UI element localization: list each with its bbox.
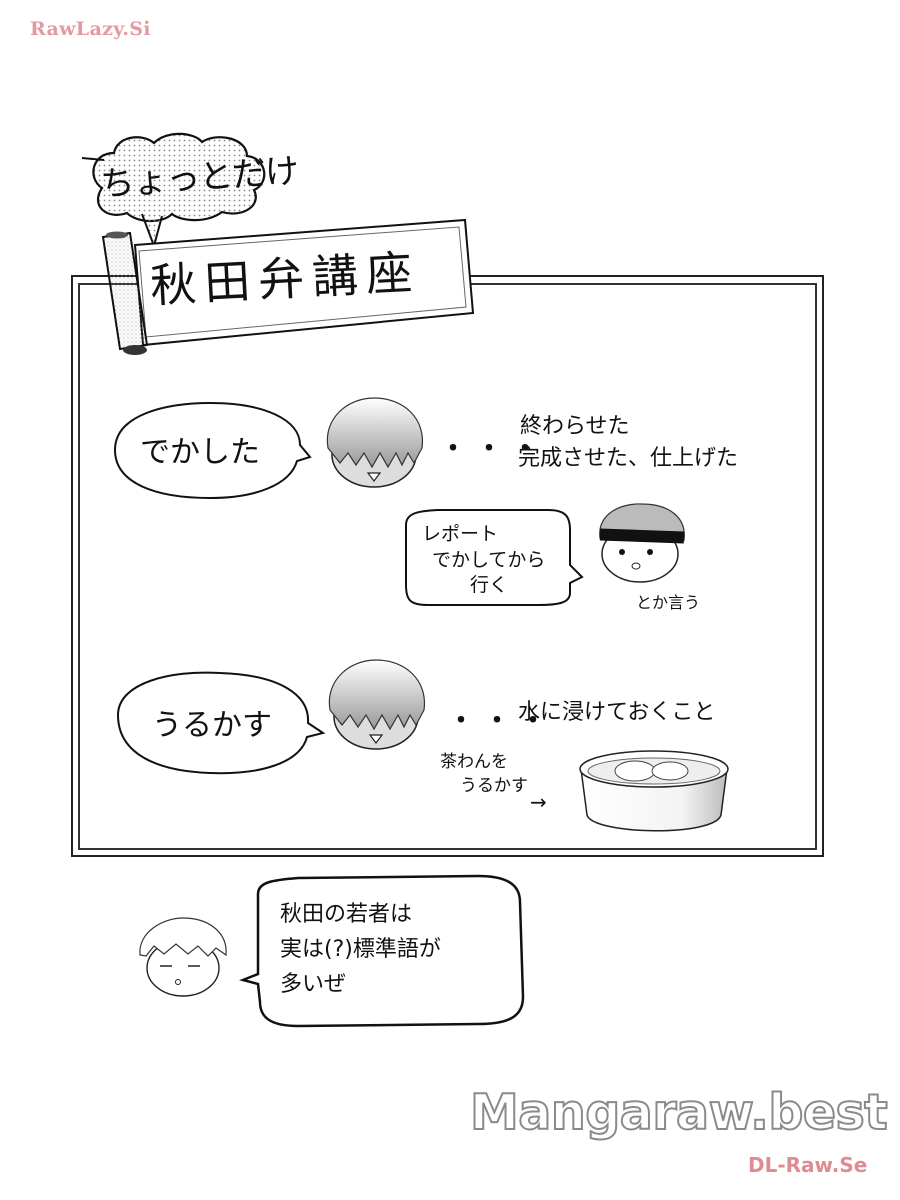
watermark-rawlazy: RawLazy.Si: [30, 18, 151, 40]
speech-bubble-example-1: [405, 509, 584, 606]
arrow-icon: →: [530, 790, 547, 814]
tea-bowl-icon: [579, 750, 729, 832]
footer-note-line-1: 秋田の若者は: [280, 902, 413, 927]
speech-bubble-urukasu: [116, 671, 326, 775]
example-2-line-1: 茶わんを: [440, 752, 508, 772]
meaning-line-2: 完成させた、仕上げた: [518, 446, 739, 471]
watermark-mangaraw: Mangaraw.best: [469, 1083, 889, 1142]
example-2-line-2: うるかす: [460, 776, 528, 796]
headband-character-icon: [599, 503, 685, 583]
ellipsis: ・・・: [448, 706, 557, 736]
example-1-line-3: 行く: [470, 574, 509, 596]
speech-bubble-footer: [239, 874, 525, 1028]
character-head-icon: [328, 659, 426, 750]
word-urukasu: うるかす: [152, 708, 272, 743]
ellipsis: ・・・: [440, 434, 549, 464]
scroll-banner-icon: [101, 218, 475, 355]
example-1-line-1: レポート: [422, 523, 499, 545]
word-dekashita: でかした: [140, 435, 260, 470]
footer-note-line-3: 多いぜ: [280, 972, 347, 997]
example-1-caption: とか言う: [636, 593, 701, 612]
speech-bubble-dekashita: [113, 401, 312, 500]
banner-title: 秋田弁講座: [148, 244, 422, 314]
character-head-icon: [326, 397, 424, 488]
character-head-icon: [139, 917, 227, 997]
meaning-line-1: 水に浸けておくこと: [518, 700, 716, 725]
example-1-line-2: でかしてから: [432, 549, 546, 571]
meaning-line-1: 終わらせた: [520, 414, 630, 439]
thought-cloud-icon: [82, 132, 266, 250]
footer-note-line-2: 実は(?)標準語が: [280, 937, 441, 962]
watermark-dlraw: DL-Raw.Se: [748, 1153, 868, 1177]
